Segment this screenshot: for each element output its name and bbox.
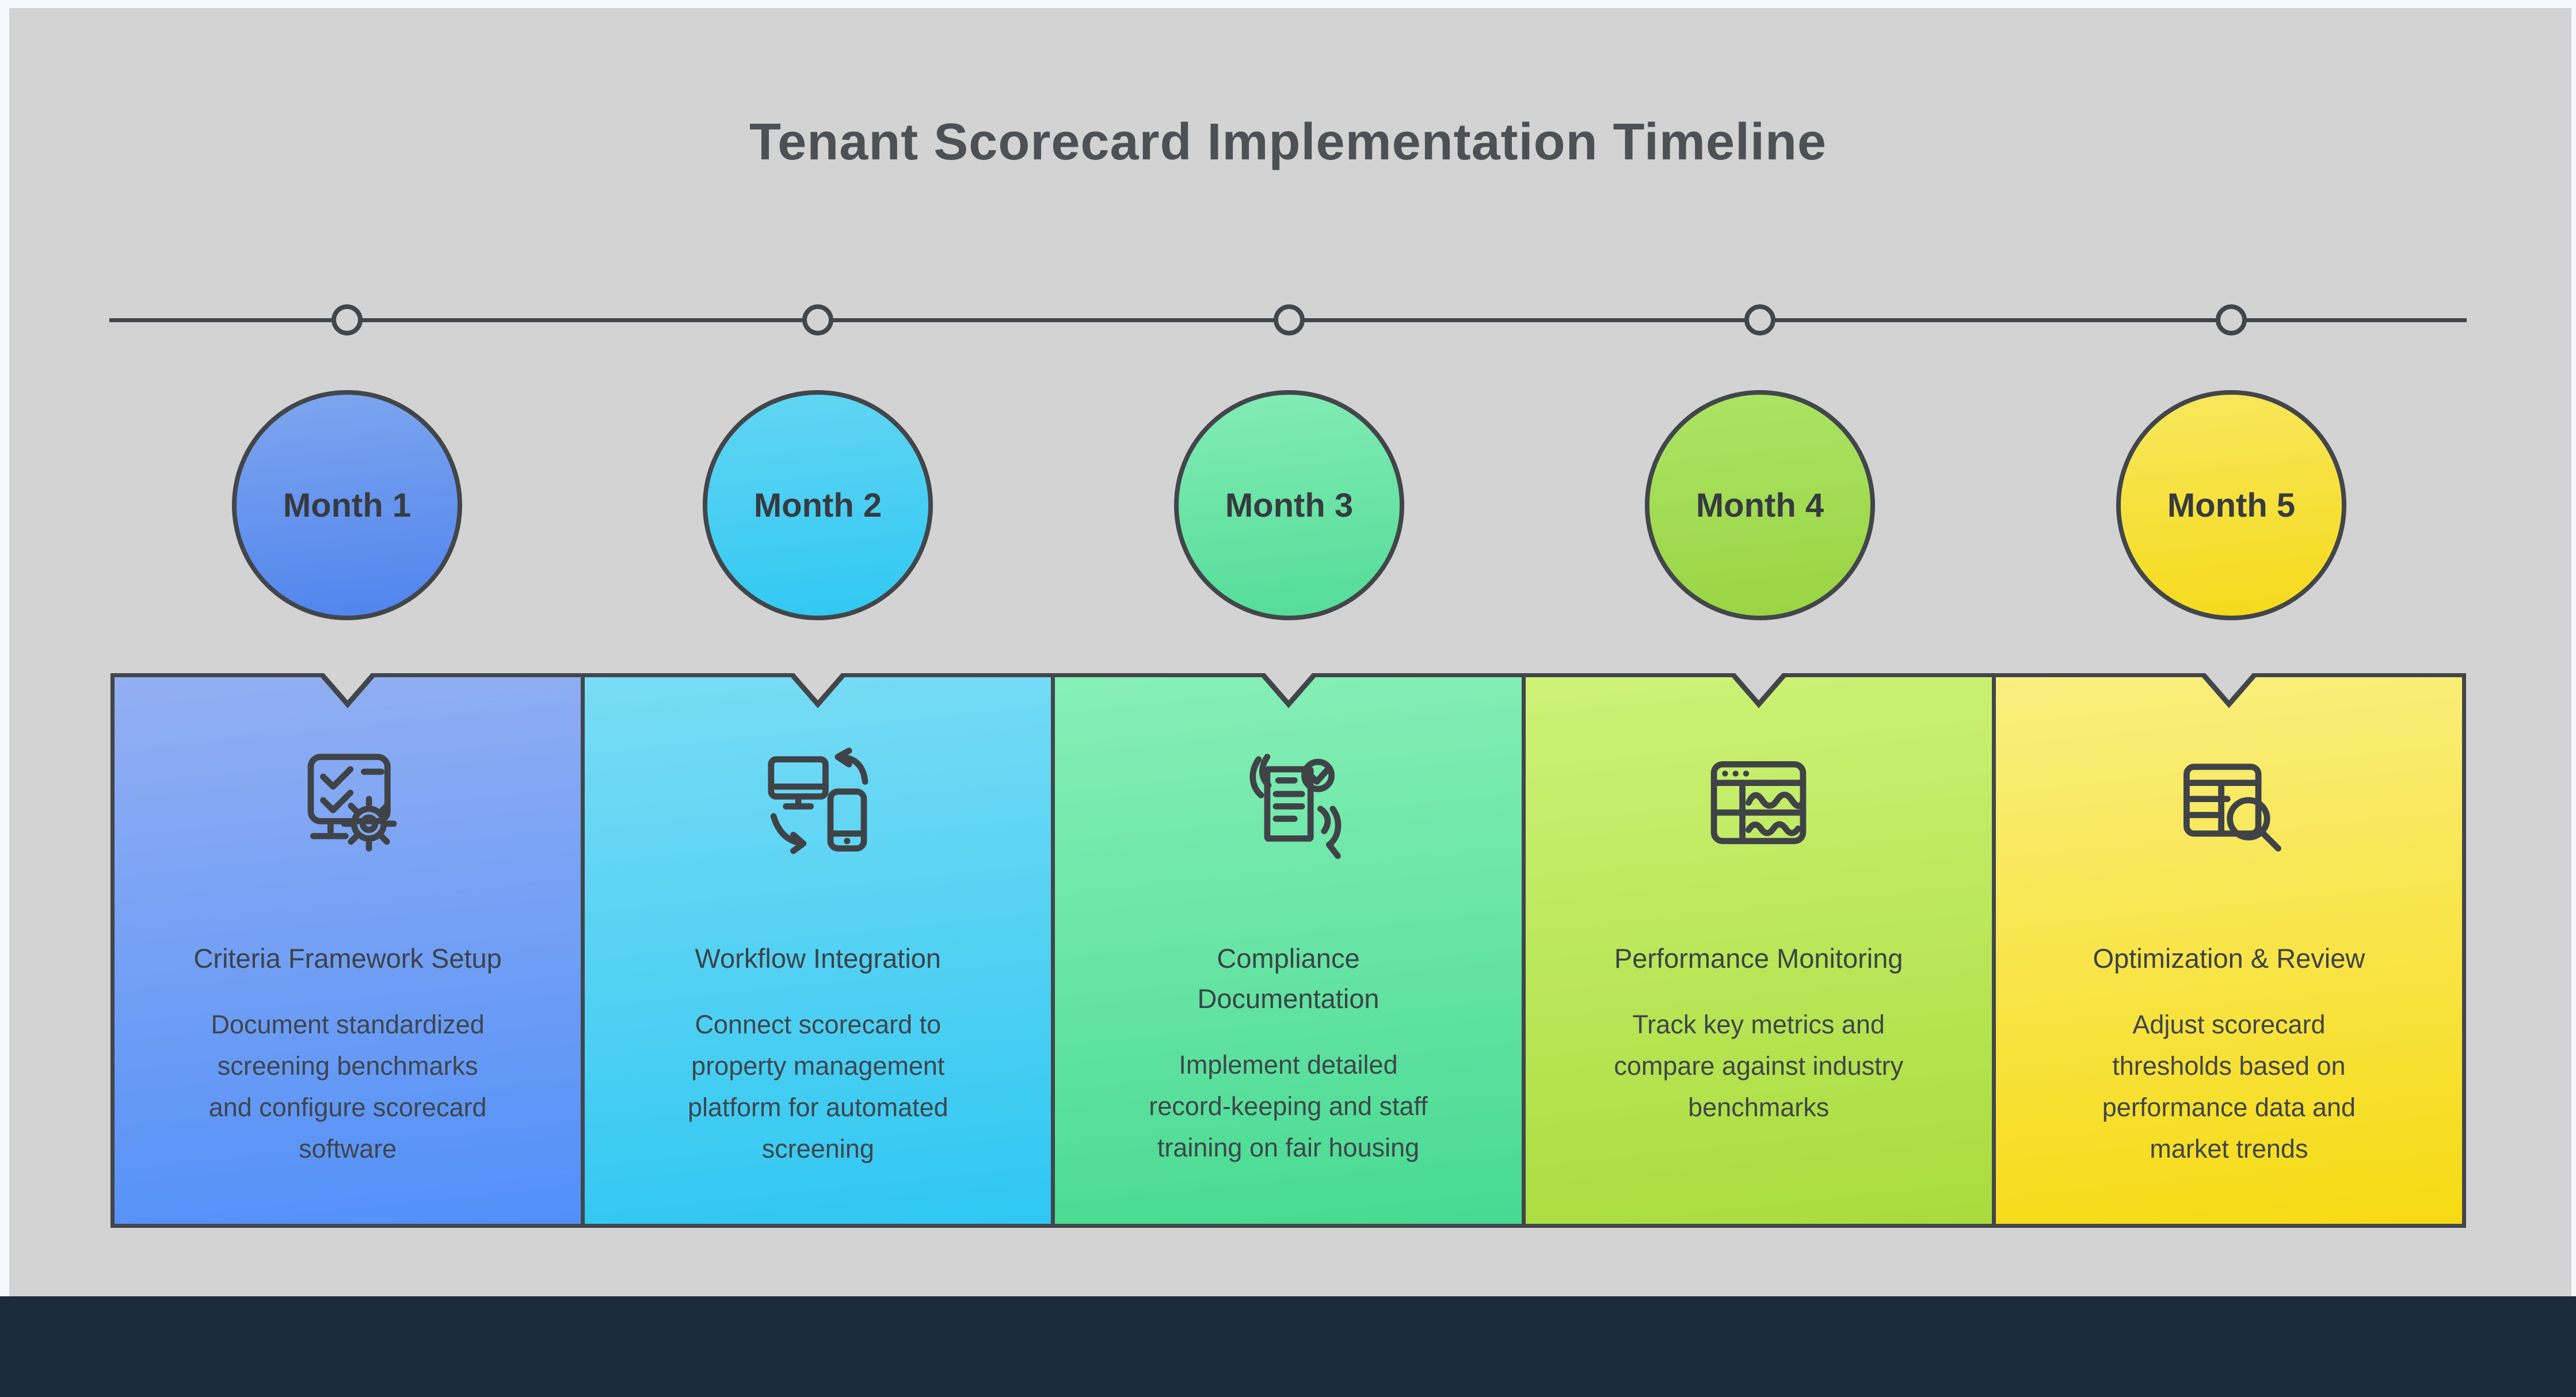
- timeline-node: [2216, 304, 2247, 335]
- timeline-card-2: Workflow Integration Connect scorecard t…: [585, 673, 1055, 1224]
- card-description: Connect scorecard to property management…: [687, 1010, 948, 1163]
- card-notch: [1729, 673, 1788, 708]
- timeline-node: [802, 304, 833, 335]
- timeline-card-3: Compliance Documentation Implement detai…: [1055, 673, 1526, 1224]
- card-description: Document standardized screening benchmar…: [208, 1010, 487, 1163]
- card-notch: [789, 673, 847, 708]
- timeline-node: [1274, 304, 1305, 335]
- dashboard-waves-icon: [1697, 745, 1820, 867]
- card-title: Compliance Documentation: [1197, 943, 1380, 1014]
- card-notch: [1259, 673, 1317, 708]
- month-label: Month 2: [753, 486, 882, 524]
- card-notch: [319, 673, 377, 708]
- page-title: Tenant Scorecard Implementation Timeline: [749, 113, 1827, 171]
- timeline-node: [331, 304, 363, 335]
- card-description: Implement detailed record-keeping and st…: [1149, 1050, 1428, 1162]
- month-circle-5: Month 5: [2116, 390, 2346, 620]
- table-search-icon: [2167, 745, 2291, 867]
- month-label: Month 5: [2167, 486, 2296, 524]
- card-title: Workflow Integration: [695, 943, 942, 974]
- cards-strip: Criteria Framework Setup Document standa…: [110, 673, 2466, 1228]
- card-title: Performance Monitoring: [1614, 943, 1903, 974]
- month-circle-4: Month 4: [1645, 390, 1875, 620]
- card-description: Adjust scorecard thresholds based on per…: [2102, 1010, 2356, 1163]
- card-title: Optimization & Review: [2093, 943, 2365, 974]
- month-label: Month 4: [1695, 486, 1824, 524]
- month-circle-1: Month 1: [232, 390, 462, 620]
- month-label: Month 3: [1225, 486, 1354, 524]
- timeline-track: [109, 304, 2467, 335]
- timeline-card-4: Performance Monitoring Track key metrics…: [1525, 673, 1996, 1224]
- timeline-card-1: Criteria Framework Setup Document standa…: [115, 673, 585, 1224]
- checklist-gear-icon: [286, 745, 410, 867]
- card-description: Track key metrics and compare against in…: [1614, 1010, 1904, 1122]
- document-approval-icon: [1226, 745, 1350, 867]
- month-circle-2: Month 2: [703, 390, 933, 620]
- timeline-card-5: Optimization & Review Adjust scorecard t…: [1995, 673, 2463, 1224]
- card-notch: [2200, 673, 2258, 708]
- timeline-node: [1744, 304, 1775, 335]
- card-title: Criteria Framework Setup: [193, 943, 502, 974]
- device-sync-icon: [756, 745, 880, 867]
- month-circle-3: Month 3: [1174, 390, 1404, 620]
- month-label: Month 1: [283, 486, 411, 524]
- footer-bar: [0, 1296, 2576, 1397]
